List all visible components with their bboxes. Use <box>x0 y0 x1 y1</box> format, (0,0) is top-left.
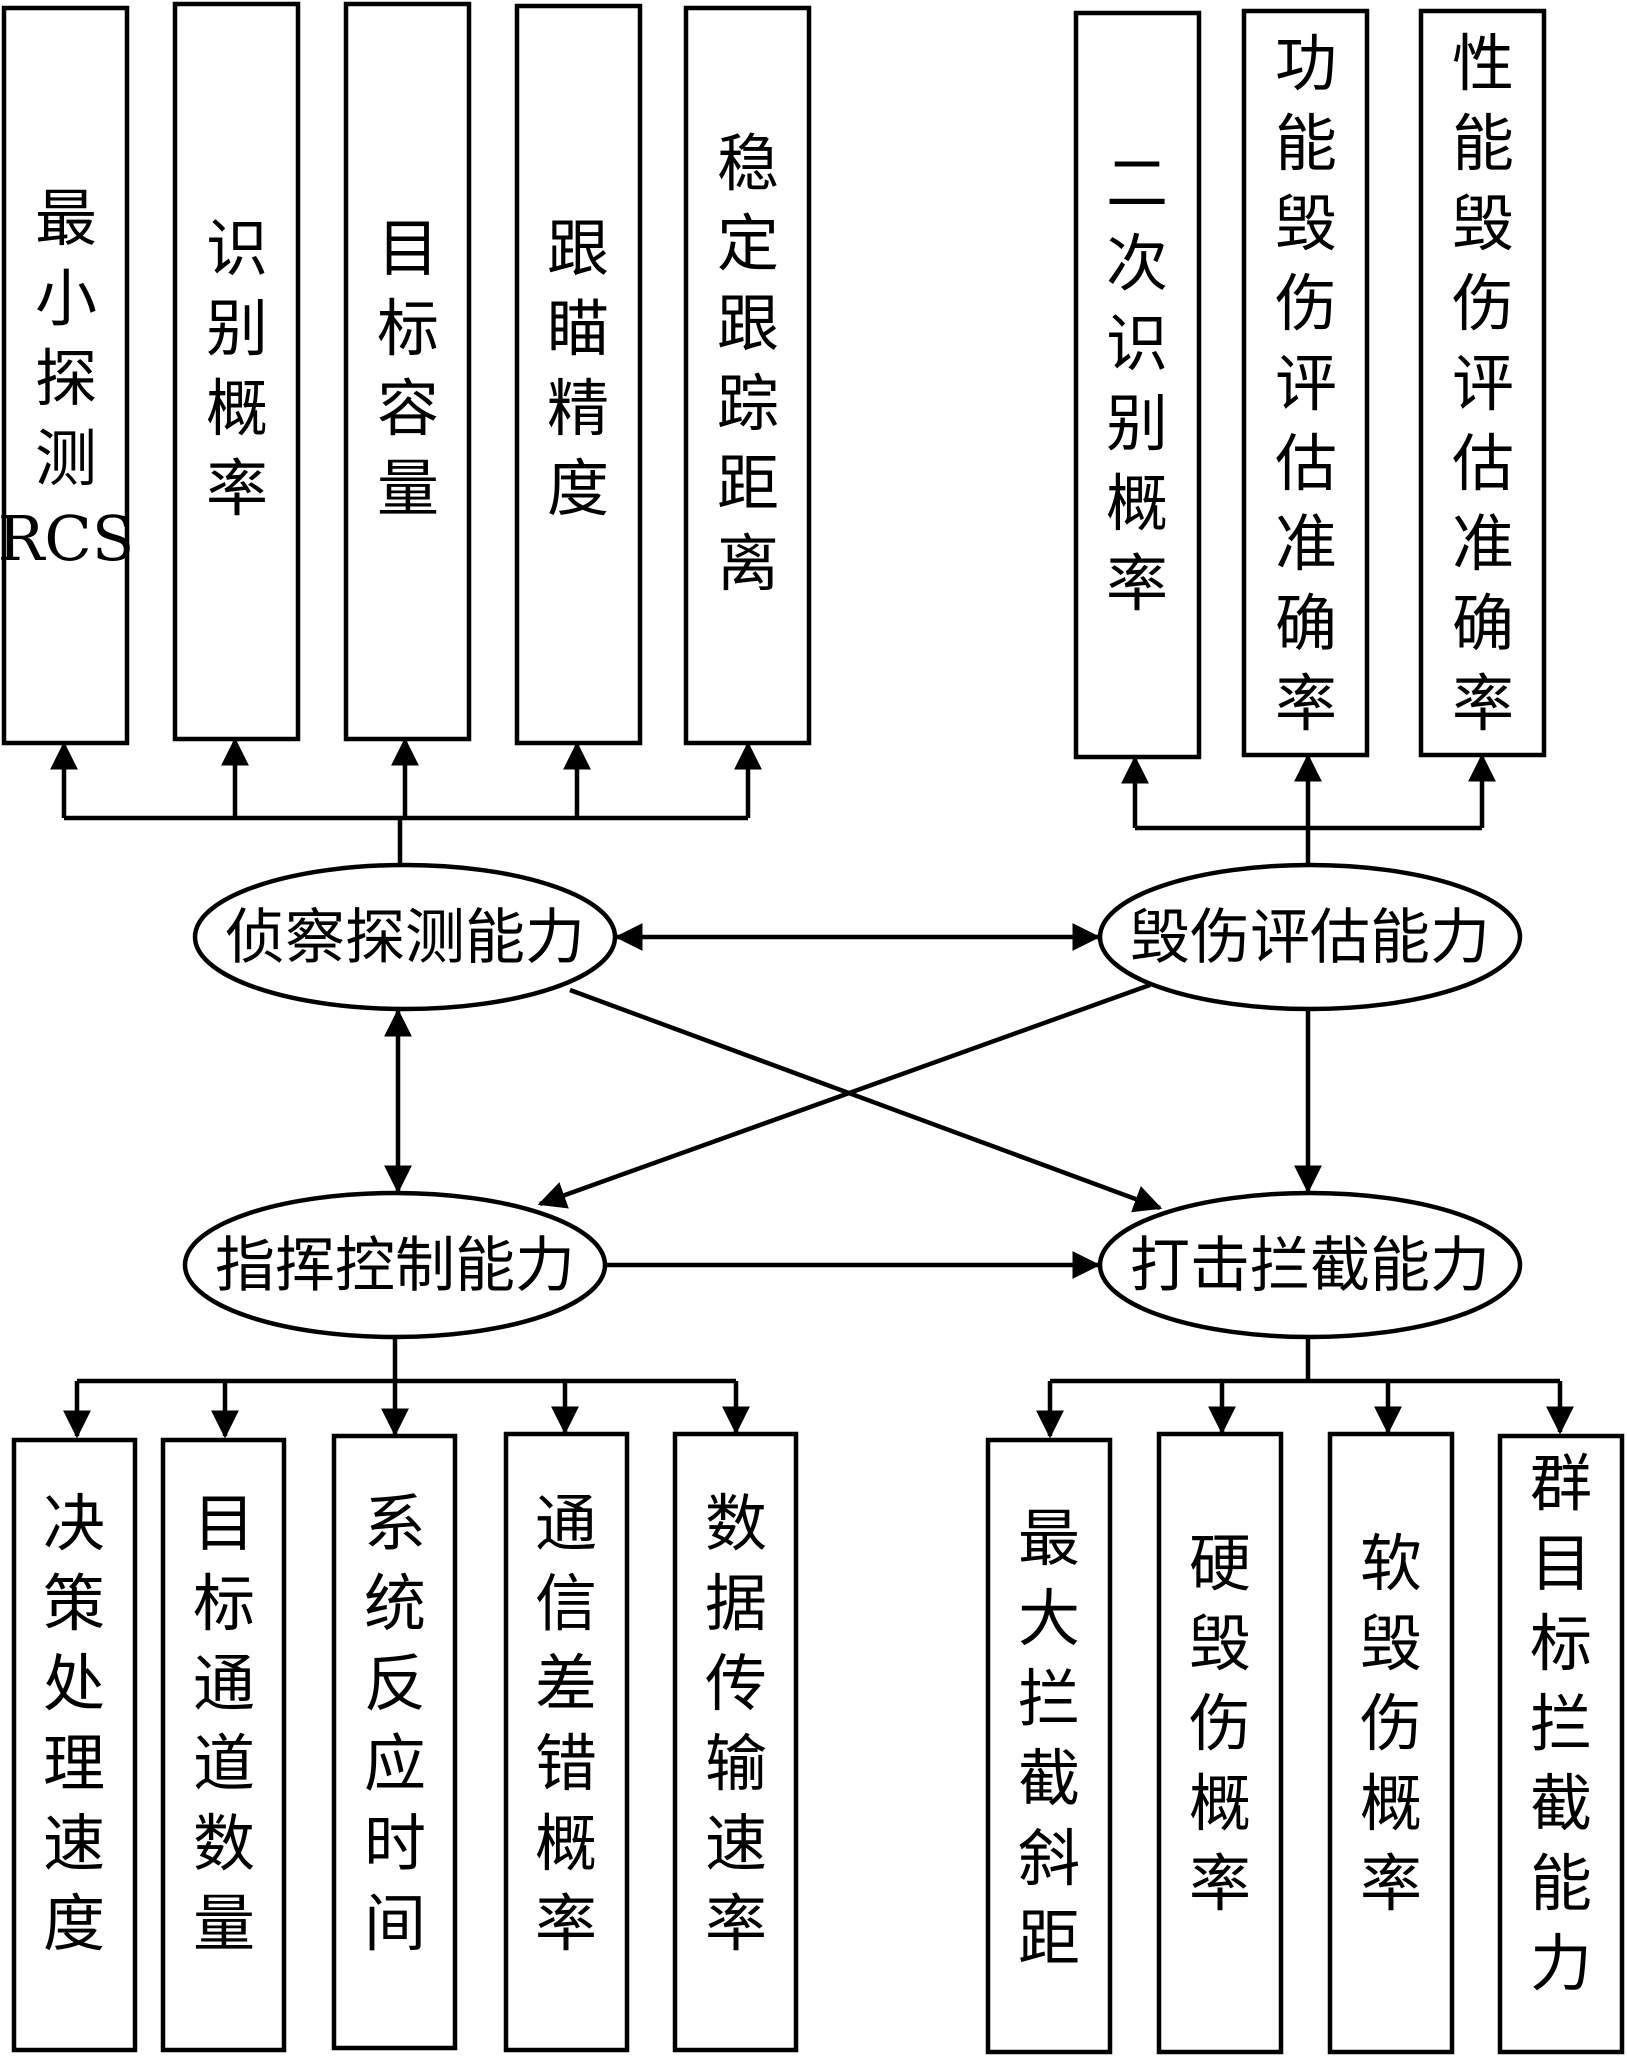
metric-box-soft-kill-prob <box>1327 1431 1455 2055</box>
metric-box-target-capacity <box>343 1 472 742</box>
strike-connectors <box>1036 1337 1574 1439</box>
metric-text-performance-damage-accuracy: 性能毁伤评估准确率 <box>1452 27 1514 740</box>
metric-text-reaction-time: 系统反应时间 <box>364 1487 426 1960</box>
metric-box-recognition-prob <box>172 1 301 742</box>
metric-text-function-damage-accuracy: 功能毁伤评估准确率 <box>1275 27 1337 740</box>
metric-box-min-rcs <box>1 5 130 746</box>
metric-text-hard-kill-prob: 硬毁伤概率 <box>1189 1527 1251 1920</box>
metric-text-target-channels: 目标通道数量 <box>193 1487 255 1960</box>
metric-box-performance-damage-accuracy <box>1418 8 1547 758</box>
metric-text-data-rate: 数据传输速率 <box>705 1487 767 1960</box>
metric-box-reaction-time <box>331 1433 458 2051</box>
metric-text-recognition-prob: 识别概率 <box>206 212 268 525</box>
metric-text-soft-kill-prob: 软毁伤概率 <box>1360 1527 1422 1920</box>
metric-box-comm-error-prob <box>503 1431 630 2053</box>
command-connectors <box>63 1337 750 1439</box>
metric-box-target-channels <box>160 1437 287 2053</box>
metric-box-secondary-recognition <box>1073 10 1202 760</box>
metric-text-decision-speed: 决策处理速度 <box>43 1487 105 1960</box>
metric-box-max-intercept-range <box>985 1437 1113 2055</box>
damage-metrics-group: 二次识别概率 功能毁伤评估准确率 性能毁伤评估准确率 <box>1073 8 1547 760</box>
metric-text-stable-tracking-distance: 稳定跟踪距离 <box>717 127 779 600</box>
metric-box-decision-speed <box>11 1437 138 2053</box>
metric-box-tracking-accuracy <box>514 3 643 746</box>
metric-text-group-intercept: 群目标拦截能力 <box>1530 1447 1592 2000</box>
metric-box-function-damage-accuracy <box>1241 8 1370 758</box>
node-command-label: 指挥控制能力 <box>215 1231 575 1301</box>
metric-text-secondary-recognition: 二次识别概率 <box>1106 147 1168 620</box>
metric-box-data-rate <box>672 1431 799 2053</box>
node-recon-label: 侦察探测能力 <box>225 903 585 973</box>
command-metrics-group: 决策处理速度 目标通道数量 系统反应时间 通信差错概率 数据传输速率 <box>11 1431 799 2053</box>
metric-text-max-intercept-range: 最大拦截斜距 <box>1018 1502 1080 1975</box>
metric-box-hard-kill-prob <box>1156 1431 1284 2055</box>
metric-text-comm-error-prob: 通信差错概率 <box>535 1487 597 1960</box>
relationship-arrows <box>384 923 1322 1279</box>
metric-text-tracking-accuracy: 跟瞄精度 <box>547 212 609 525</box>
metric-box-group-intercept <box>1497 1433 1625 2055</box>
arrow-recon-strike <box>569 987 1163 1213</box>
metric-text-target-capacity: 目标容量 <box>377 212 439 525</box>
node-damage-label: 毁伤评估能力 <box>1130 903 1490 973</box>
node-strike-label: 打击拦截能力 <box>1130 1231 1490 1301</box>
arrow-damage-command <box>537 982 1151 1209</box>
strike-metrics-group: 最大拦截斜距 硬毁伤概率 软毁伤概率 群目标拦截能力 <box>985 1431 1625 2055</box>
recon-connectors <box>50 737 762 900</box>
